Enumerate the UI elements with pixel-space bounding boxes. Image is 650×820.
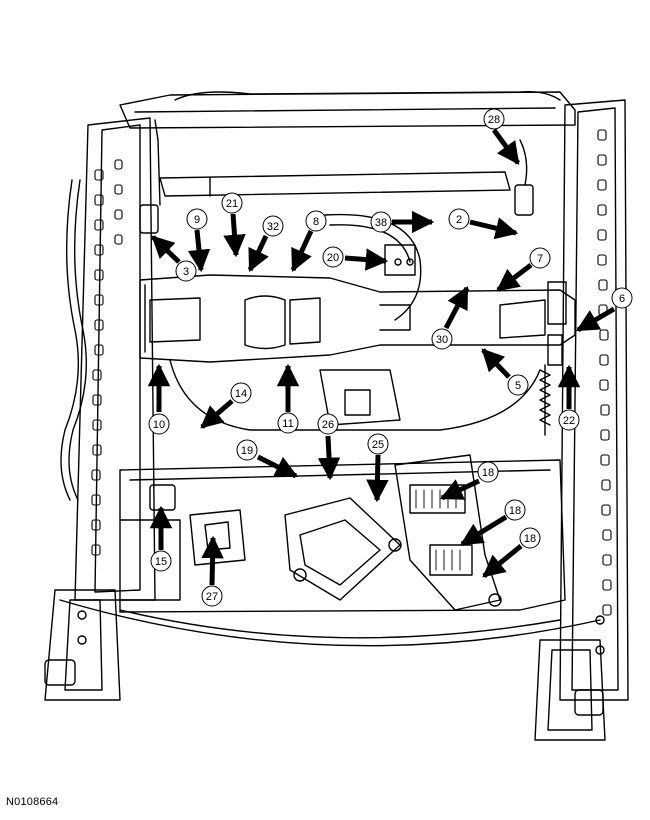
callout-label: 3: [183, 266, 189, 278]
callout-38: 38: [370, 210, 435, 234]
callout-15: 15: [149, 505, 173, 572]
callout-label: 6: [619, 293, 625, 305]
callout-label: 38: [375, 217, 387, 229]
callout-label: 10: [153, 419, 165, 431]
callout-label: 14: [235, 388, 247, 400]
callout-30: 30: [431, 286, 470, 350]
callout-3: 3: [151, 235, 197, 282]
callout-21: 21: [221, 192, 246, 258]
figure-reference-code: N0108664: [6, 796, 59, 808]
callout-18-bottom: 18: [482, 527, 541, 578]
callout-label: 7: [537, 253, 543, 265]
callout-28: 28: [483, 108, 521, 165]
callout-label: 18: [482, 467, 494, 479]
callout-label: 25: [372, 439, 384, 451]
callout-2: 2: [448, 208, 519, 240]
callout-label: 15: [155, 556, 167, 568]
callout-label: 5: [515, 380, 521, 392]
callout-label: 9: [194, 214, 200, 226]
callout-18-middle: 18: [460, 499, 526, 547]
callout-label: 2: [456, 214, 462, 226]
callout-5: 5: [481, 348, 529, 396]
callout-9: 9: [186, 208, 211, 273]
callout-20: 20: [322, 246, 389, 271]
callout-6: 6: [576, 287, 633, 333]
callout-11: 11: [276, 363, 300, 434]
callout-label: 18: [509, 505, 521, 517]
callout-25: 25: [366, 433, 389, 503]
callouts: 28 21 9 32 8 38: [147, 108, 633, 607]
callout-26: 26: [317, 413, 341, 481]
callout-18-top: 18: [439, 461, 499, 501]
callout-19: 19: [236, 439, 299, 479]
callout-label: 19: [241, 445, 253, 457]
callout-10: 10: [147, 363, 171, 435]
callout-label: 26: [322, 419, 334, 431]
callout-label: 28: [488, 114, 500, 126]
callout-label: 22: [563, 415, 575, 427]
callout-label: 27: [206, 591, 218, 603]
callout-22: 22: [557, 364, 581, 431]
callout-label: 32: [267, 221, 279, 233]
callout-32: 32: [247, 215, 284, 273]
callout-8: 8: [290, 210, 327, 273]
callout-14: 14: [200, 382, 252, 429]
callout-label: 18: [524, 533, 536, 545]
callout-label: 30: [436, 334, 448, 346]
callout-label: 20: [327, 252, 339, 264]
callout-label: 11: [282, 418, 293, 430]
callout-27: 27: [201, 535, 224, 607]
seat-frame-line-art: [44, 90, 629, 741]
callout-label: 8: [313, 216, 319, 228]
callout-label: 21: [226, 198, 238, 210]
callout-7: 7: [496, 247, 551, 292]
